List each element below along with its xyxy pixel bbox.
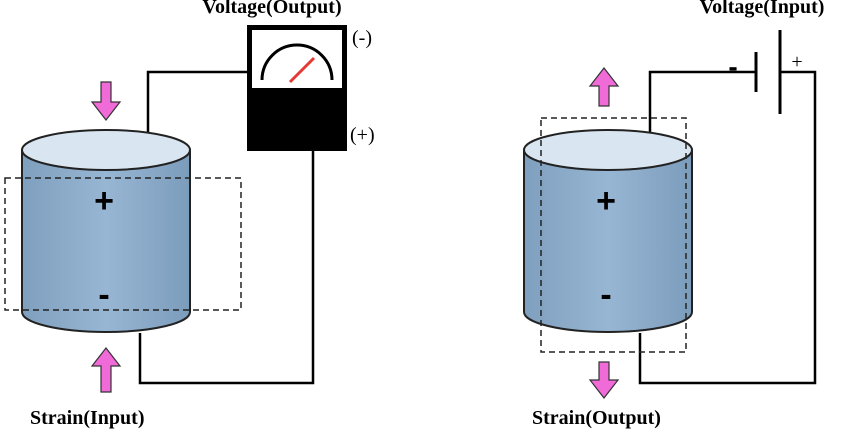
right-panel: Voltage(Input) - + + - Strain(Output) [523,0,825,429]
voltage-output-label: Voltage(Output) [202,0,341,18]
voltmeter-needle [288,56,316,84]
voltage-input-label: Voltage(Input) [700,0,825,18]
right-dashed-box [540,117,687,353]
voltmeter-face [252,30,342,88]
left-dashed-box [4,177,242,311]
right-top-sign: + [596,182,616,220]
voltmeter [247,25,347,151]
left-top-wire [146,70,248,150]
battery-icon [754,30,782,114]
meter-plus-label: (+) [350,124,375,146]
right-cylinder-top [523,129,693,171]
left-bottom-sign: - [98,276,109,314]
left-top-sign: + [94,182,114,220]
left-bottom-wire [138,150,315,385]
voltmeter-arc [260,43,334,81]
right-top-wire [648,70,756,150]
left-cylinder-body [21,149,191,333]
left-cylinder-top [21,129,191,171]
meter-minus-label: (-) [352,27,372,49]
strain-input-label: Strain(Input) [30,407,144,429]
right-bottom-sign: - [600,276,611,314]
left-top-arrow-down-icon [90,81,122,121]
right-bottom-arrow-down-icon [588,361,620,399]
left-bottom-arrow-up-icon [90,347,122,393]
right-piezo-cylinder [523,129,693,333]
strain-output-label: Strain(Output) [532,407,661,429]
battery-minus-label: - [728,51,737,82]
left-panel: + - Voltage(Output) (-) (+) Strain(Input… [4,0,375,429]
right-bottom-wire [638,70,817,385]
right-cylinder-body [523,149,693,333]
left-piezo-cylinder [21,129,191,333]
right-top-arrow-up-icon [588,67,620,107]
battery-plus-label: + [791,51,802,73]
